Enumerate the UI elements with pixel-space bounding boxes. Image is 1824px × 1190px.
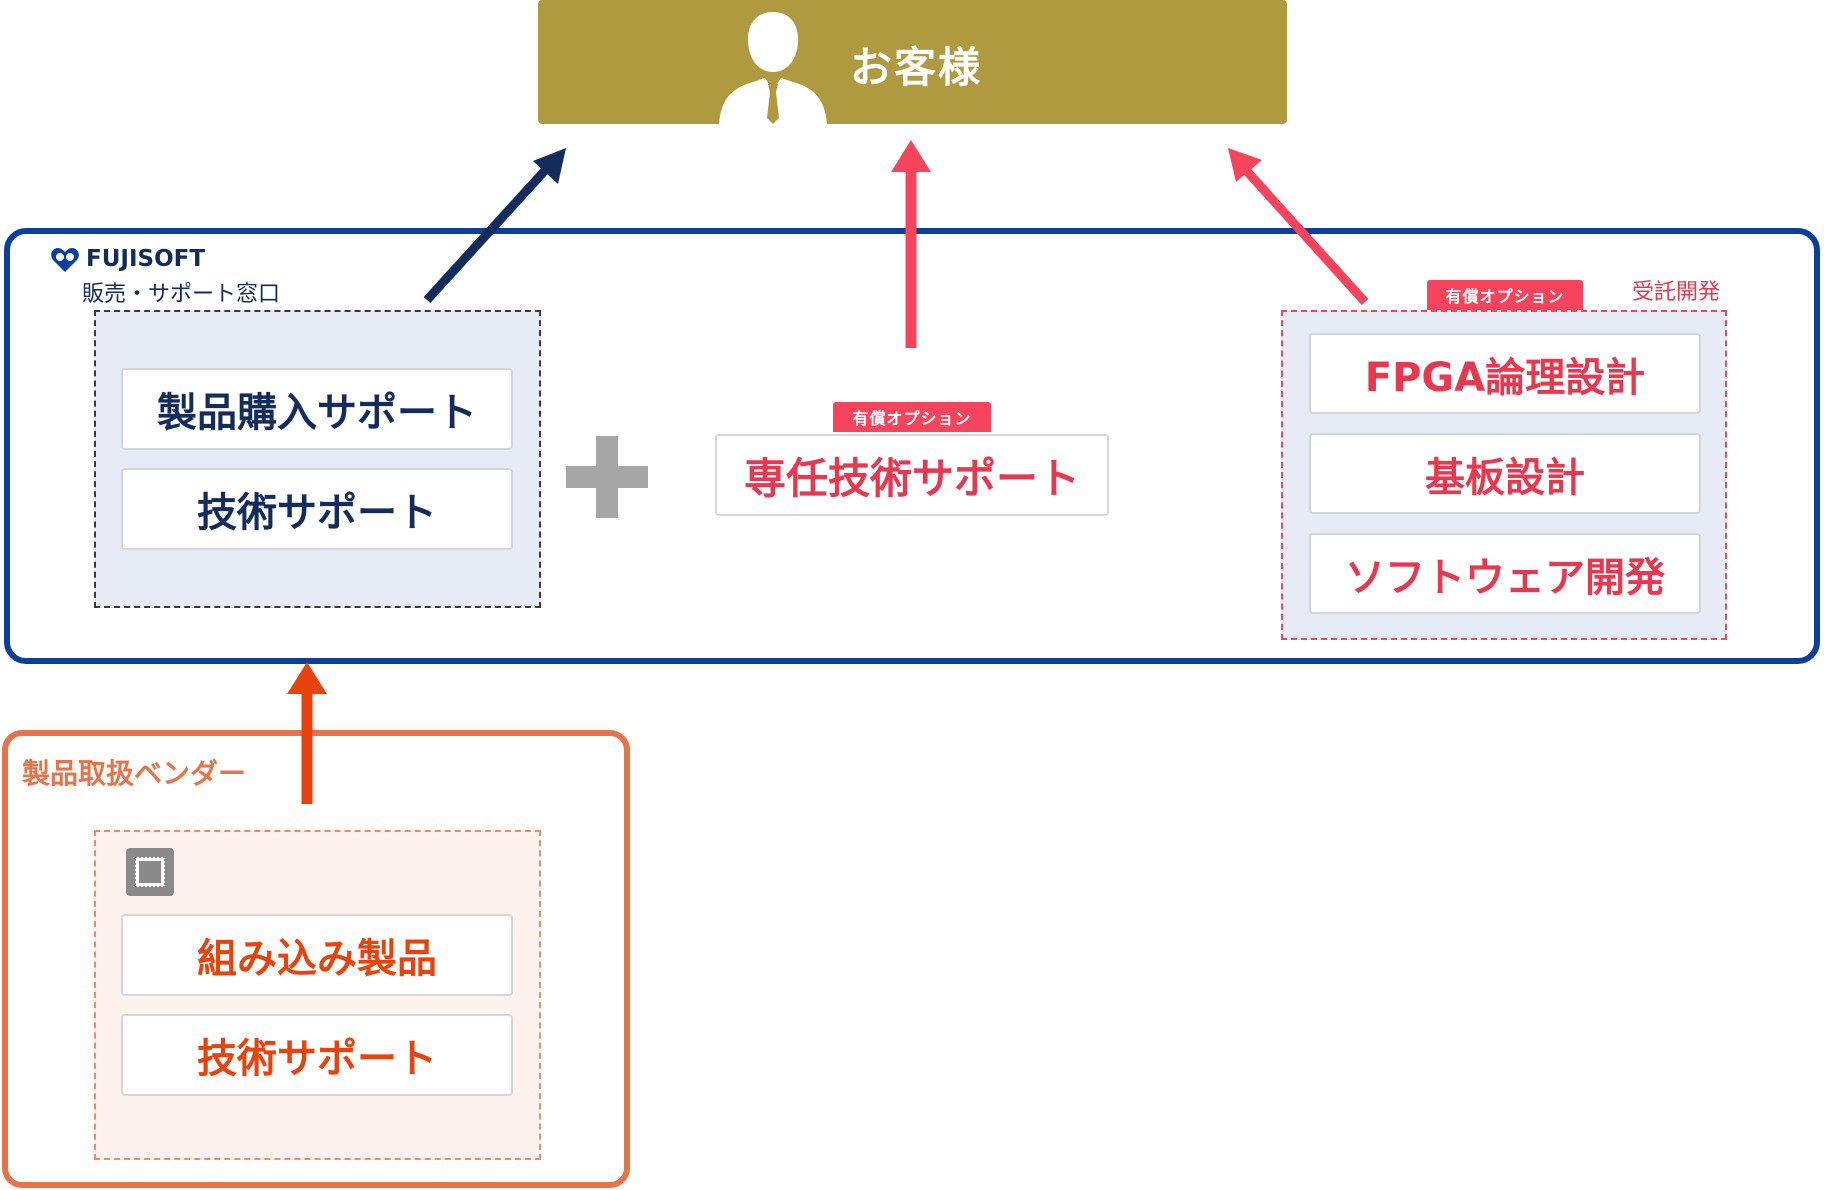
plus-icon [566, 466, 648, 488]
customer-banner [538, 0, 1287, 124]
vendor-label: 製品取扱ベンダー [22, 757, 247, 790]
customer-label: お客様 [850, 43, 983, 92]
fujisoft-name: FUJISOFT [86, 246, 206, 272]
chip-icon [126, 848, 174, 896]
paid-option-tag: 有償オプション [1427, 280, 1583, 310]
person-silhouette-icon [719, 12, 827, 124]
dedicated-support-card: 専任技術サポート [715, 434, 1109, 516]
contract-development-label: 受託開発 [1632, 280, 1721, 305]
purchase-support-card: 製品購入サポート [121, 368, 513, 450]
paid-option-tag: 有償オプション [833, 402, 991, 432]
fpga-design-card: FPGA論理設計 [1309, 333, 1701, 414]
tech-support-card: 技術サポート [121, 468, 513, 550]
embedded-product-card: 組み込み製品 [121, 914, 513, 996]
software-development-card: ソフトウェア開発 [1309, 533, 1701, 614]
fujisoft-logo-icon [51, 248, 79, 272]
board-design-card: 基板設計 [1309, 433, 1701, 514]
vendor-tech-support-card: 技術サポート [121, 1014, 513, 1096]
sales-support-group [94, 310, 541, 608]
fujisoft-subtitle: 販売・サポート窓口 [82, 282, 281, 307]
